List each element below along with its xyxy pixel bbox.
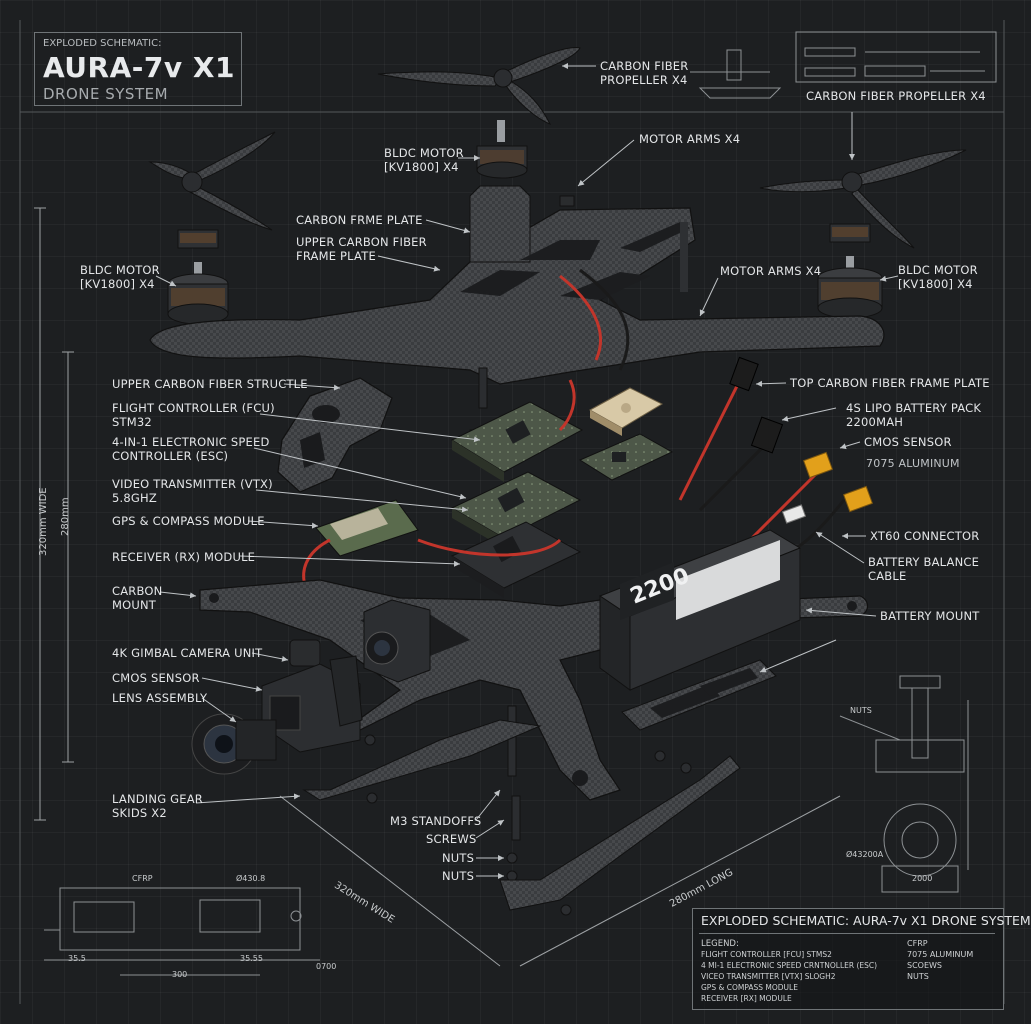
label-nuts-2: NUTS bbox=[442, 869, 475, 883]
motor-left bbox=[167, 262, 229, 325]
label-frame-plate: CARBON FRME PLATE bbox=[296, 213, 423, 227]
label-camera-unit: 4K GIMBAL CAMERA UNIT bbox=[112, 646, 263, 660]
label-xt60: XT60 CONNECTOR bbox=[870, 529, 980, 543]
legend-material: SCOEWS bbox=[907, 961, 943, 970]
detail-drawing-bottom-left bbox=[44, 887, 320, 976]
label-motor-left: BLDC MOTOR [KV1800] x4 bbox=[80, 263, 160, 291]
detail-2000-label: 2000 bbox=[912, 874, 933, 883]
blueprint-grid-lines bbox=[19, 20, 1005, 1004]
detail-cfrp-label: CFRP bbox=[132, 874, 153, 883]
label-lens: LENS ASSEMBLY bbox=[112, 691, 208, 705]
legend-material: NUTS bbox=[907, 972, 929, 981]
wiring bbox=[302, 268, 846, 612]
label-receiver: RECEIVER (Rx) MODULE bbox=[112, 550, 256, 564]
label-vtx: VIDEO TRANSMITTER (VTX) 5.8GHz bbox=[112, 477, 273, 505]
propeller-right bbox=[759, 149, 967, 249]
legend-item: 4 MI-1 ELECTRONIC SPEED CRNTNOLLER (ESC) bbox=[701, 961, 878, 970]
label-upper-frame-plate: UPPER CARBON FIBER FRAME PLATE bbox=[296, 235, 427, 263]
label-top-frame-plate: TOP CARBON FIBER FRAME PLATE bbox=[790, 376, 990, 390]
label-aluminum: 7075 ALUMINUM bbox=[866, 457, 960, 470]
label-propeller-top: CARBON FIBER PROPELLER x4 bbox=[600, 59, 689, 87]
propeller-left bbox=[148, 131, 276, 231]
label-cmos-right: CMOS SENSOR bbox=[864, 435, 952, 449]
label-standoffs: M3 STANDOFFS bbox=[390, 814, 482, 828]
xt60-connectors bbox=[729, 356, 873, 524]
detail-drawing-bottom-right bbox=[839, 675, 969, 893]
label-flight-controller: FLIGHT CONTROLLER (FCU) STM32 bbox=[112, 401, 275, 429]
detail-a-label: 35.5 bbox=[68, 954, 86, 963]
landing-gear-skids bbox=[302, 719, 741, 911]
legend-material: CFRP bbox=[907, 939, 928, 948]
leader-lines bbox=[155, 63, 899, 879]
legend-block: EXPLODED SCHEMATIC: AURA-7v X1 DRONE SYS… bbox=[692, 908, 1031, 1010]
label-propeller-right: CARBON FIBER PROPELLER x4 bbox=[806, 89, 986, 103]
gimbal-camera bbox=[191, 599, 431, 775]
label-battery-mount: BATTERY MOUNT bbox=[880, 609, 980, 623]
legend-item: GPS & COMPASS MODULE bbox=[701, 983, 798, 992]
label-nuts-1: NUTS bbox=[442, 851, 475, 865]
dimension-lines bbox=[34, 207, 841, 967]
motor-right-upper bbox=[829, 223, 871, 243]
dimension-inner-wide: 280mm bbox=[60, 497, 71, 536]
legend-item: VICEO TRANSMITTER [VTX] SLOGH2 bbox=[701, 972, 836, 981]
battery-pack bbox=[598, 529, 802, 691]
upper-frame-plate bbox=[149, 185, 885, 385]
camera-mount-shell bbox=[277, 377, 393, 493]
dimension-outer-wide: 320mm WIDE bbox=[38, 487, 49, 556]
detail-ref-label: Ø430.8 bbox=[236, 874, 266, 883]
title-main: AURA-7v X1 bbox=[43, 51, 235, 84]
legend-divider bbox=[699, 933, 995, 934]
legend-material: 7075 ALUMINUM bbox=[907, 950, 974, 959]
receiver-module bbox=[315, 499, 419, 557]
detail-drawing-top-right bbox=[690, 31, 997, 99]
label-balance-cable: BATTERY BALANCE CABLE bbox=[868, 555, 980, 583]
label-motor-right: BLDC MOTOR [KV1800] x4 bbox=[898, 263, 978, 291]
label-motor-arms-top: MOTOR ARMS x4 bbox=[639, 132, 741, 146]
motor-left-upper bbox=[177, 229, 219, 249]
label-landing-gear: LANDING GEAR SKIDS x2 bbox=[112, 792, 203, 820]
detail-b-label: 300 bbox=[172, 970, 188, 979]
label-esc: 4-IN-1 ELECTRONIC SPEED CONTROLLER (ESC) bbox=[112, 435, 270, 463]
legend-item: RECEIVER [RX] MODULE bbox=[701, 994, 792, 1003]
label-gps: GPS & COMPASS MODULE bbox=[112, 514, 265, 528]
detail-diameter-label: Ø43200A bbox=[846, 850, 884, 859]
detail-d-label: 0700 bbox=[316, 962, 337, 971]
battery-mount-plate bbox=[621, 659, 777, 731]
title-subtitle: DRONE SYSTEM bbox=[43, 85, 169, 103]
legend-title: EXPLODED SCHEMATIC: AURA-7v X1 DRONE SYS… bbox=[701, 913, 1031, 928]
pcb-stack bbox=[450, 401, 674, 598]
label-screws: SCREWS bbox=[426, 832, 477, 846]
detail-nuts-label: NUTS bbox=[850, 706, 872, 715]
legend-heading: LEGEND: bbox=[701, 939, 739, 949]
title-kicker: EXPLODED SCHEMATIC: bbox=[43, 38, 162, 49]
detail-c-label: 35.55 bbox=[240, 954, 263, 963]
label-cmos-left: CMOS SENSOR bbox=[112, 671, 200, 685]
label-motor-arms-right: MOTOR ARMS x4 bbox=[720, 264, 822, 278]
gps-module bbox=[588, 387, 664, 436]
motor-top bbox=[476, 120, 528, 179]
label-battery-pack: 4S LIPO BATTERY PACK 2200mAh bbox=[846, 401, 982, 429]
motor-right bbox=[817, 256, 883, 319]
label-motor-top: BLDC MOTOR [KV1800] x4 bbox=[384, 146, 464, 174]
propeller-top-center bbox=[377, 46, 581, 125]
label-upper-structure: UPPER CARBON FIBER STRUCTLE bbox=[112, 377, 308, 391]
legend-item: FLIGHT CONTROLLER [FCU] STMS2 bbox=[701, 950, 832, 959]
label-carbon-mount: CARBON MOUNT bbox=[112, 584, 163, 612]
title-block: EXPLODED SCHEMATIC: AURA-7v X1 DRONE SYS… bbox=[34, 32, 242, 106]
